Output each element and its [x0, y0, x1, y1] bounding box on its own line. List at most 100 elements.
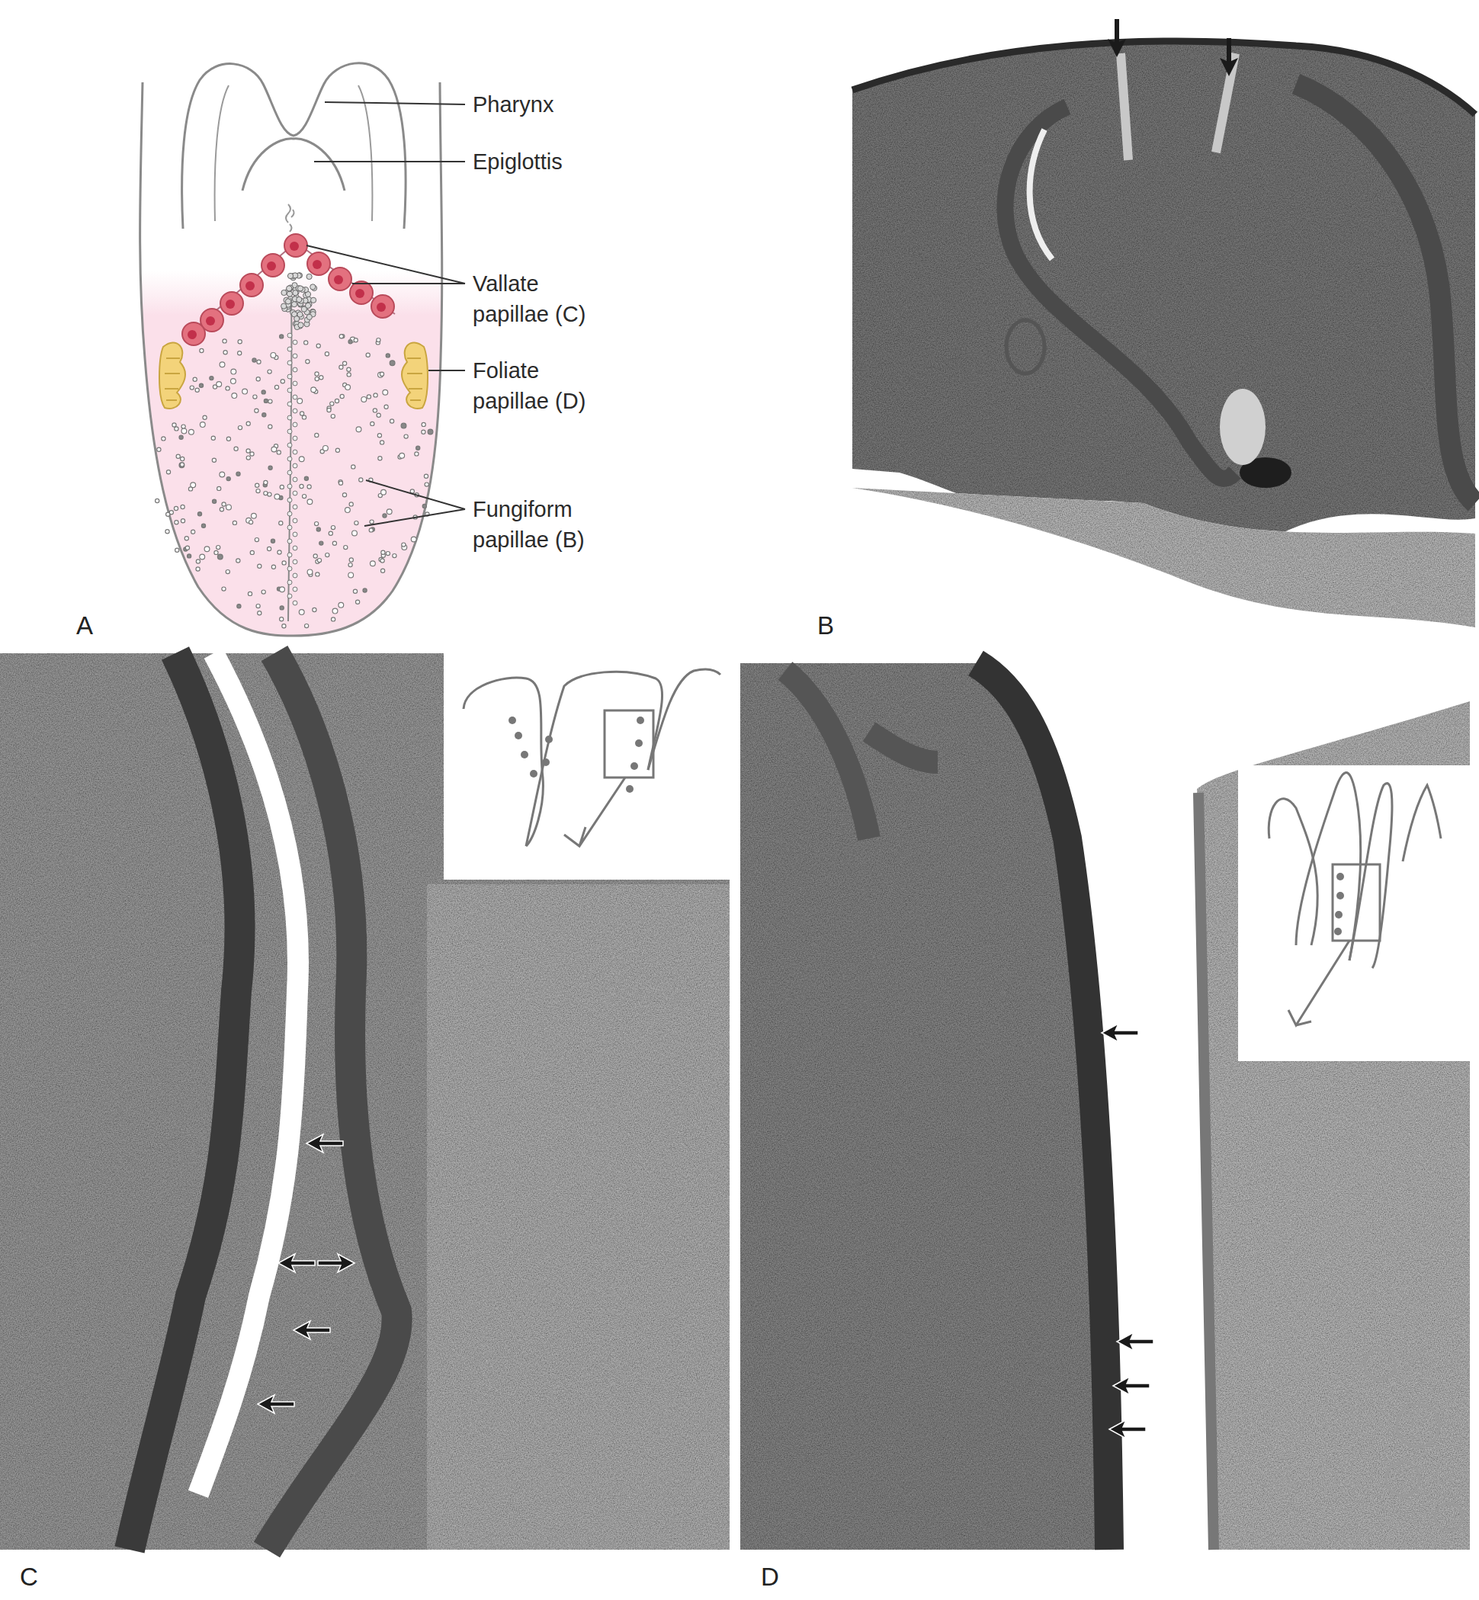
papilla-dot: [297, 285, 303, 292]
arrow: [1116, 1332, 1154, 1351]
tongue-outline: [140, 82, 443, 636]
fungiform-dot: [253, 394, 257, 399]
fungiform-dot: [282, 561, 286, 565]
fungiform-dot: [340, 394, 344, 398]
fungiform-dot: [352, 589, 357, 594]
fungiform-dot: [242, 388, 248, 395]
fungiform-dot: [267, 546, 272, 551]
fungiform-dot: [359, 478, 363, 482]
papilla-dot: [287, 333, 292, 338]
fungiform-dot: [339, 334, 344, 339]
fungiform-dot: [353, 338, 358, 343]
fungiform-dot: [416, 445, 421, 450]
fungiform-dot: [282, 624, 286, 629]
fungiform-dot: [230, 378, 237, 385]
fungiform-dot: [307, 499, 313, 505]
fungiform-dot: [298, 456, 305, 462]
inset-vallate-sketch-part: [526, 671, 663, 847]
fungiform-dot: [157, 447, 161, 452]
papilla-dot: [296, 296, 302, 302]
vallate-papilla: [349, 281, 373, 305]
fungiform-dot: [263, 398, 268, 403]
arrow: [306, 1134, 344, 1153]
gland-profiles-part: [1385, 1462, 1420, 1496]
fungiform-dot: [180, 456, 185, 461]
fungiform-dot: [389, 360, 395, 366]
tissue-light: [426, 884, 730, 1550]
fungiform-dot: [302, 494, 307, 499]
fungiform-dot: [382, 389, 389, 395]
fungiform-dot: [348, 340, 353, 344]
fungiform-dot: [274, 384, 279, 389]
tissue-right: [1196, 701, 1470, 1550]
fungiform-dot: [254, 538, 259, 543]
leader-lines-part: [352, 282, 466, 285]
papilla-dot: [286, 285, 292, 292]
fungiform-dot: [332, 541, 337, 546]
fungiform-dot: [305, 359, 310, 364]
fungiform-dot: [187, 554, 192, 559]
papilla-dot: [306, 273, 312, 280]
fungiform-dot: [423, 474, 428, 479]
papilla-dot: [292, 545, 298, 551]
fungiform-dot: [226, 504, 232, 511]
fungiform-dots: [155, 334, 434, 629]
fungiform-dot: [317, 558, 321, 563]
arrow: [1101, 1023, 1139, 1043]
fungiform-dot: [199, 422, 206, 428]
vallate-papilla: [371, 295, 395, 318]
fungiform-dot: [246, 449, 251, 453]
fungiform-dot: [316, 343, 321, 348]
fungiform-dot: [166, 512, 171, 517]
inset-foliate-sketch-part: [1268, 798, 1318, 946]
fungiform-dot: [219, 507, 224, 512]
fungiform-dot: [348, 572, 354, 578]
fungiform-dot: [232, 520, 237, 525]
fungiform-dot: [221, 502, 226, 507]
papilla-dot: [281, 303, 287, 309]
inset-vallate-sketch-part: [604, 710, 654, 778]
fungiform-dot: [314, 377, 319, 382]
inset-vallate-sketch: [463, 669, 721, 847]
panel-letter: C: [19, 1562, 66, 1592]
papilla-band: [1004, 106, 1236, 479]
fungiform-dot: [261, 390, 266, 395]
fungiform-dot: [174, 426, 179, 431]
fungiform-dot: [175, 548, 180, 552]
fungiform-dot: [263, 491, 268, 496]
fungiform-dot: [201, 523, 206, 528]
fungiform-dot: [211, 458, 216, 462]
fungiform-dot: [179, 462, 184, 467]
papilla-dot: [286, 285, 292, 292]
papilla-dot: [292, 367, 298, 373]
leader-lines-part: [428, 369, 466, 372]
fungiform-dot: [348, 563, 353, 568]
fungiform-dot: [330, 401, 334, 406]
pharynx-outline: [182, 63, 406, 229]
fungiform-dot: [300, 411, 305, 416]
fungiform-dot: [279, 587, 286, 593]
inset-dots-part: [1336, 891, 1345, 900]
fungiform-dot: [221, 587, 226, 591]
foliate-papilla-left: [159, 342, 186, 409]
fungiform-dot: [179, 435, 183, 440]
arrow: [1109, 1420, 1146, 1439]
micrograph-fungiform: [852, 41, 1476, 628]
fungiform-dot: [223, 350, 228, 355]
inset-foliate-sketch-part: [1288, 940, 1350, 1026]
fungiform-dot: [249, 520, 254, 525]
fungiform-dot: [256, 604, 260, 609]
fungiform-dot: [327, 407, 331, 412]
fungiform-dot: [349, 502, 353, 507]
fungiform-dot: [257, 564, 262, 568]
fungiform-dot: [247, 591, 252, 596]
papilla-dot: [298, 322, 304, 328]
fungiform-dot: [231, 393, 238, 399]
fungiform-dot: [246, 455, 251, 460]
inset-dots: [508, 716, 645, 793]
leader-lines-part: [364, 509, 466, 527]
papilla-dot: [287, 346, 292, 352]
vallate-papilla-core: [245, 281, 255, 291]
fungiform-dot: [277, 550, 282, 555]
epithelium: [975, 663, 1110, 1550]
